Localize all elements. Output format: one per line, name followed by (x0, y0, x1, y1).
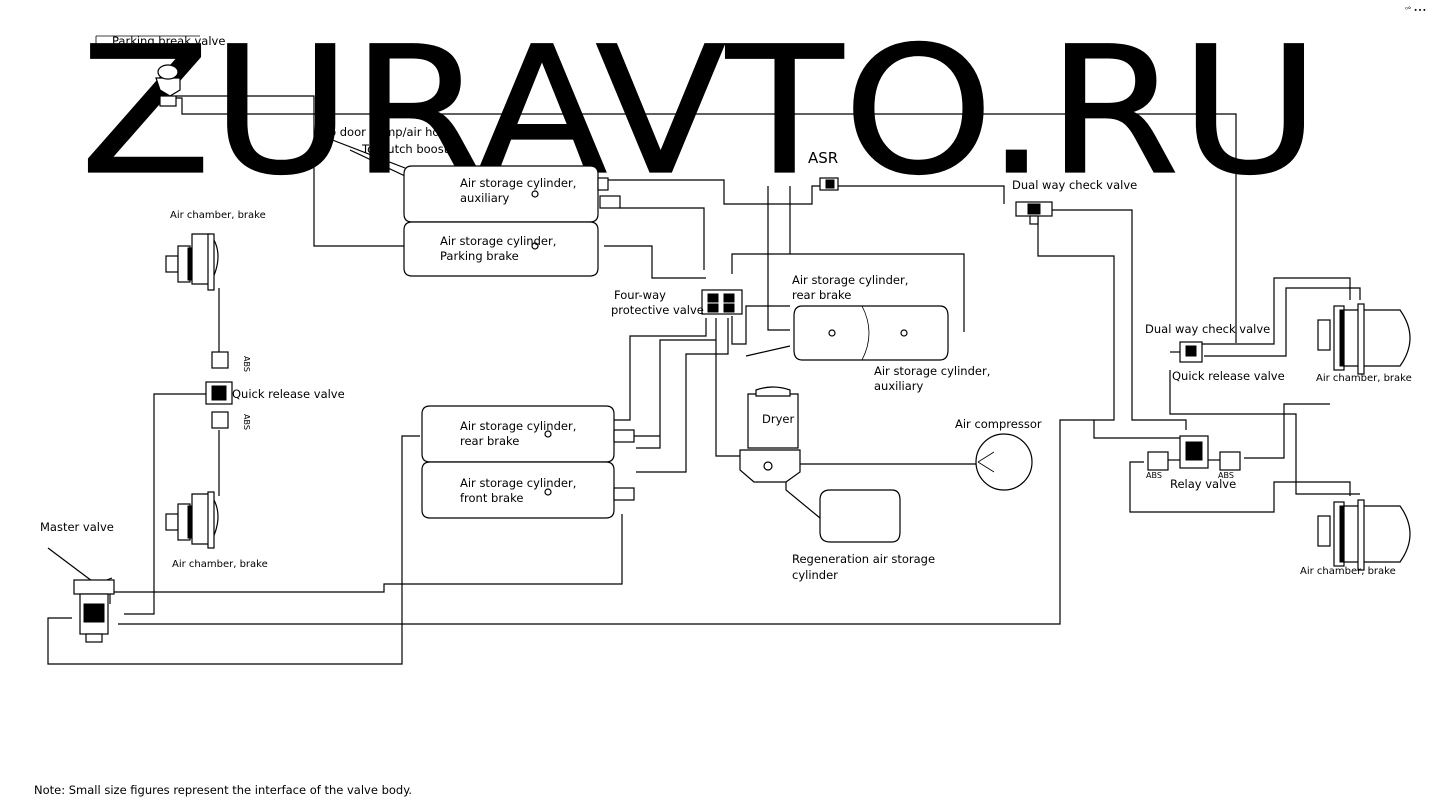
label-rear-cyl-low-1: Air storage cylinder, (460, 419, 576, 433)
corner-mark: ⁰° ∙∙∙ (1405, 6, 1427, 14)
label-four-way-1: Four-way (614, 288, 666, 302)
dual-way-check-valve-right (1170, 341, 1203, 363)
label-rear-cyl-mid-2: rear brake (792, 288, 851, 302)
rear-brake-storage-cylinder-low (421, 405, 635, 463)
front-brake-storage-cylinder (421, 461, 635, 519)
parking-brake-valve (95, 35, 200, 107)
label-air-chamber-brake-top-left: Air chamber, brake (170, 210, 266, 221)
air-dryer (739, 386, 801, 483)
label-air-chamber-brake-top-right: Air chamber, brake (1316, 373, 1412, 384)
abs-quick-release-left (205, 351, 233, 429)
label-regen-1: Regeneration air storage (792, 552, 935, 566)
relay-valve (1147, 435, 1241, 471)
label-dual-way-check-valve-right: Dual way check valve (1145, 322, 1270, 336)
label-master-valve: Master valve (40, 520, 114, 534)
aux-storage-cylinder-top (403, 165, 621, 223)
air-chamber-brake-top-left (165, 233, 219, 291)
label-rear-cyl-mid-1: Air storage cylinder, (792, 273, 908, 287)
label-to-clutch-booster: To clutch booster (361, 142, 460, 156)
label-aux-cyl-mid-1: Air storage cylinder, (874, 364, 990, 378)
watermark-text: ZURAVTO.RU (80, 9, 1320, 214)
label-air-compressor: Air compressor (955, 417, 1042, 431)
label-dryer: Dryer (762, 412, 794, 426)
label-aux-cyl-top-2: auxiliary (460, 191, 510, 205)
label-quick-release-valve-right: Quick release valve (1172, 369, 1285, 383)
air-compressor (975, 433, 1033, 491)
dual-way-check-valve-top (1015, 201, 1053, 225)
label-air-chamber-brake-bottom-right: Air chamber, brake (1300, 566, 1396, 577)
label-abs-left-1: ABS (242, 356, 251, 372)
asr-valve (819, 177, 839, 191)
rear-aux-storage-cylinder-mid (793, 305, 949, 361)
diagram-labels: Parking break valve To door pump/air hor… (34, 34, 1412, 797)
master-valve (47, 547, 115, 643)
parking-brake-storage-cylinder (403, 221, 599, 277)
air-chamber-brake-bottom-left (165, 491, 219, 549)
label-asr: ASR (808, 149, 838, 167)
label-parking-cyl-2: Parking brake (440, 249, 519, 263)
label-front-cyl-1: Air storage cylinder, (460, 476, 576, 490)
footnote: Note: Small size figures represent the i… (34, 783, 412, 797)
label-aux-cyl-mid-2: auxiliary (874, 379, 924, 393)
label-four-way-2: protective valve (611, 303, 704, 317)
label-dual-way-check-valve-top: Dual way check valve (1012, 178, 1137, 192)
label-aux-cyl-top-1: Air storage cylinder, (460, 176, 576, 190)
label-abs-right-1: ABS (1146, 471, 1162, 480)
air-chamber-brake-bottom-right (1317, 499, 1411, 571)
label-abs-right-2: ABS (1218, 471, 1234, 480)
four-way-protective-valve (701, 289, 743, 315)
label-front-cyl-2: front brake (460, 491, 523, 505)
label-abs-left-2: ABS (242, 414, 251, 430)
regeneration-storage-cylinder (819, 489, 901, 543)
label-relay-valve: Relay valve (1170, 477, 1236, 491)
label-air-chamber-brake-bottom-left: Air chamber, brake (172, 559, 268, 570)
label-to-door-pump: To door pump/air horn (323, 125, 451, 139)
label-regen-2: cylinder (792, 568, 838, 582)
air-chamber-brake-top-right (1317, 303, 1411, 375)
label-parking-cyl-1: Air storage cylinder, (440, 234, 556, 248)
label-quick-release-valve-left: Quick release valve (232, 387, 345, 401)
label-rear-cyl-low-2: rear brake (460, 434, 519, 448)
pipe-network (47, 95, 1361, 665)
label-parking-break-valve: Parking break valve (112, 34, 225, 48)
